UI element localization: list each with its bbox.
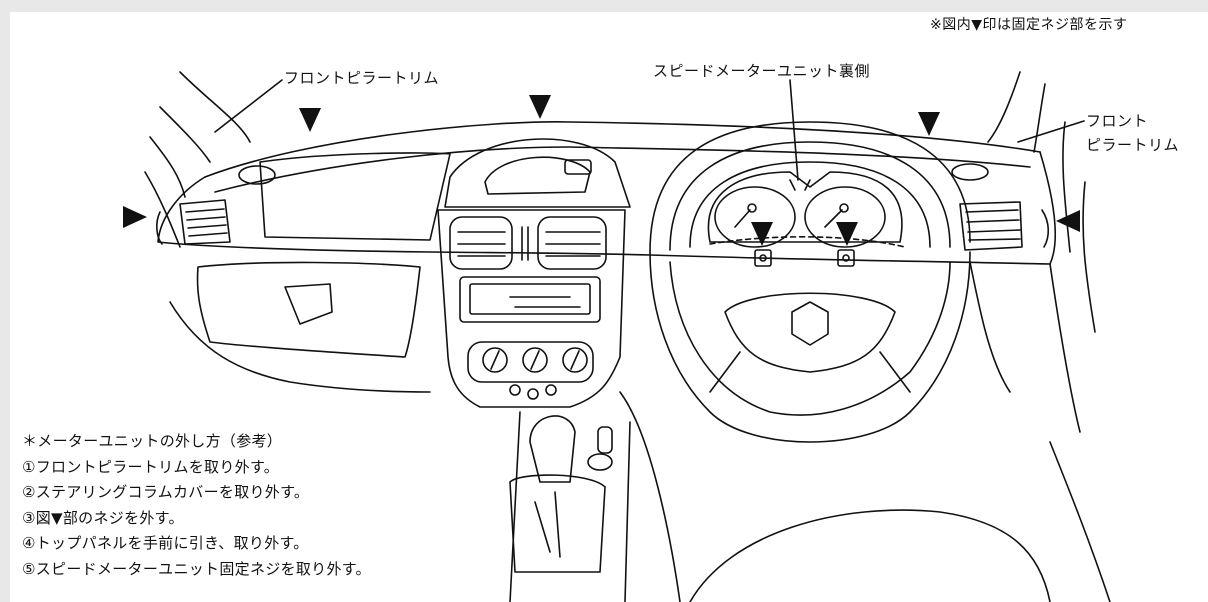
procedure-step-5: ⑤スピードメーターユニット固定ネジを取り外す。 xyxy=(22,559,371,578)
diagram-frame: ※図内▼印は固定ネジ部を示す フロントピラートリム スピードメーターユニット裏側… xyxy=(10,12,1208,602)
label-front-pillar-trim-left: フロントピラートリム xyxy=(284,69,440,87)
removal-procedure: ＊メーターユニットの外し方（参考） ①フロントピラートリムを取り外す。 ②ステア… xyxy=(22,429,371,582)
procedure-step-4: ④トップパネルを手前に引き、取り外す。 xyxy=(22,534,309,552)
dashboard-top-inner xyxy=(214,146,1031,193)
screw-marker-meter-right xyxy=(836,222,858,246)
center-cluster xyxy=(444,138,631,208)
procedure-step-1: ①フロントピラートリムを取り外す。 xyxy=(22,457,280,476)
right-pillar-lines xyxy=(987,71,1096,333)
left-vent xyxy=(156,199,231,245)
screw-marker-meter-left xyxy=(751,222,773,246)
procedure-title: ＊メーターユニットの外し方（参考） xyxy=(22,432,283,450)
leader-right-pillar xyxy=(1017,120,1085,143)
center-console xyxy=(437,209,626,408)
left-pillar-lines xyxy=(144,71,251,248)
fixing-screw-markers xyxy=(123,95,1080,246)
label-front-pillar-trim-right-line2: ピラートリム xyxy=(1086,136,1180,154)
label-front-pillar-trim-right-line1: フロント xyxy=(1086,112,1149,130)
screw-marker-side-right xyxy=(1056,210,1080,232)
gear-shifter xyxy=(509,411,631,602)
screw-marker-top-center xyxy=(529,95,551,119)
procedure-step-2: ②ステアリングコラムカバーを取り外す。 xyxy=(22,483,310,501)
screw-marker-side-left xyxy=(123,206,147,228)
climate-controls xyxy=(467,341,594,400)
marker-legend-note: ※図内▼印は固定ネジ部を示す xyxy=(930,17,1128,33)
leader-left-pillar xyxy=(214,79,283,133)
dash-upper-panel xyxy=(259,152,451,241)
screw-marker-top-right xyxy=(918,112,940,136)
dashboard-top-edge xyxy=(204,121,1041,178)
radio-unit xyxy=(459,276,601,323)
label-speedometer-unit-back: スピードメーターユニット裏側 xyxy=(653,62,871,80)
label-front-pillar-trim-right: フロント ピラートリム xyxy=(1086,109,1179,157)
speedometer-cluster xyxy=(707,171,906,267)
glove-box xyxy=(196,261,421,358)
leader-meter-back xyxy=(789,79,799,181)
dashboard-illustration xyxy=(123,71,1111,602)
screw-marker-top-left xyxy=(299,108,321,132)
right-vent xyxy=(951,163,1050,251)
procedure-step-3: ③図▼部のネジを外す。 xyxy=(22,508,184,527)
steering-wheel xyxy=(649,251,971,443)
meter-hood xyxy=(649,121,971,253)
